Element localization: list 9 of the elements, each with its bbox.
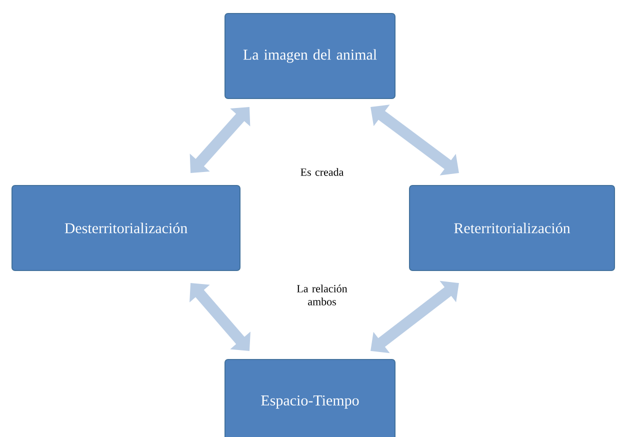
double-arrow bbox=[370, 280, 459, 354]
process-box: La imagen del animal bbox=[224, 13, 396, 99]
process-box: Reterritorialización bbox=[409, 185, 615, 271]
process-box: Espacio-Tiempo bbox=[224, 359, 396, 437]
process-box: Desterritorialización bbox=[12, 185, 240, 271]
double-arrow bbox=[190, 283, 250, 351]
text-label: La relación ambos bbox=[296, 284, 348, 306]
double-arrow bbox=[190, 107, 250, 173]
text-label: Es creada bbox=[300, 168, 344, 176]
